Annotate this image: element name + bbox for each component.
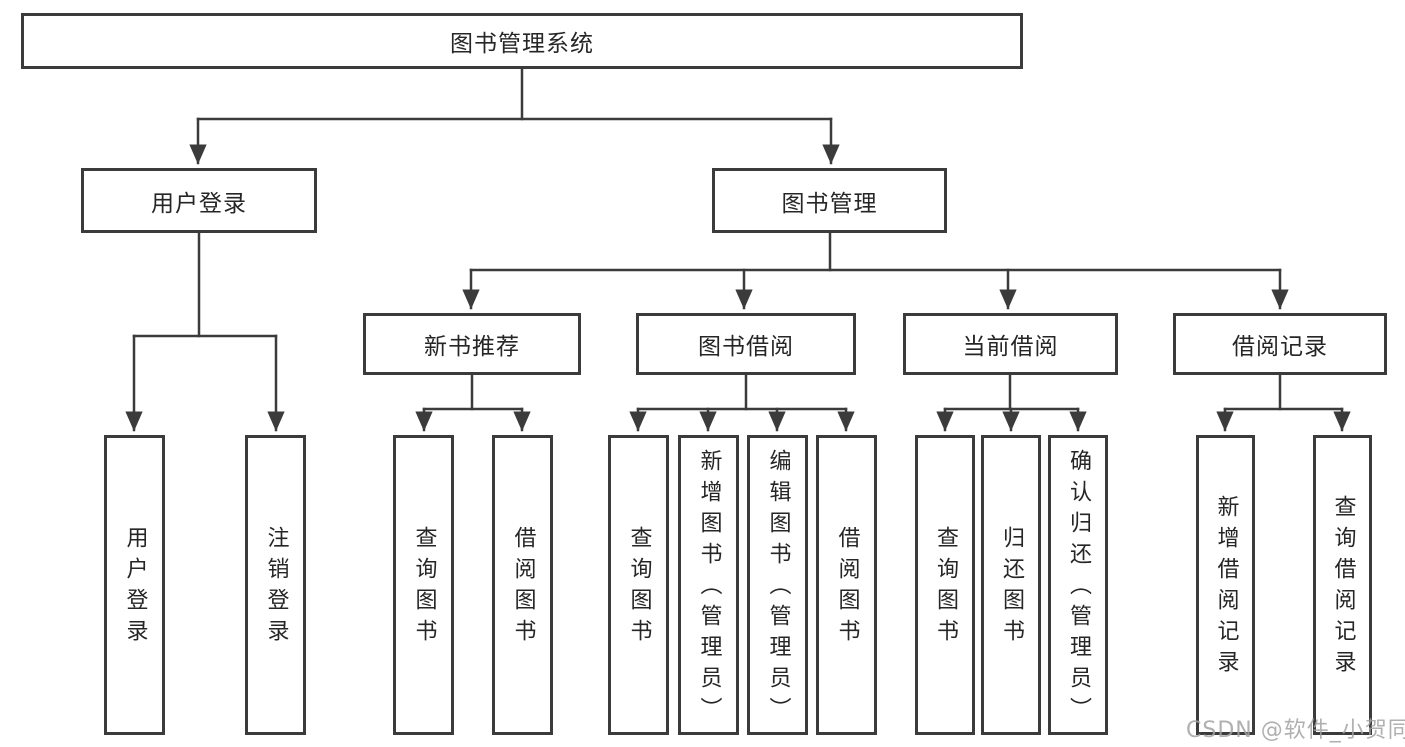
node-label: 借阅图书 xyxy=(834,526,860,650)
node-label: 查询图书 xyxy=(933,526,958,650)
leaf-add-book-admin: 新增图书（管理员） xyxy=(678,435,739,735)
node-label: 确认归还（管理员） xyxy=(1066,448,1091,728)
node-borrowing-records: 借阅记录 xyxy=(1173,313,1387,375)
csdn-watermark: CSDN @软件_小贺同学 xyxy=(1186,718,1405,743)
leaf-edit-book-admin: 编辑图书（管理员） xyxy=(747,435,808,735)
node-label: 图书管理 xyxy=(781,190,878,217)
node-label: 新书推荐 xyxy=(424,334,520,360)
node-label: 编辑图书（管理员） xyxy=(765,448,791,728)
leaf-return-books: 归还图书 xyxy=(981,435,1041,735)
node-label: 图书管理系统 xyxy=(450,31,594,57)
node-label: 查询图书 xyxy=(626,526,652,650)
leaf-add-borrow-record: 新增借阅记录 xyxy=(1196,435,1255,735)
node-label: 新增借阅记录 xyxy=(1213,495,1239,681)
node-label: 归还图书 xyxy=(999,526,1024,650)
node-label: 新增图书（管理员） xyxy=(696,448,722,728)
node-library-management-system: 图书管理系统 xyxy=(21,13,1023,69)
leaf-confirm-return-admin: 确认归还（管理员） xyxy=(1048,435,1108,735)
node-user-login: 用户登录 xyxy=(81,168,317,233)
node-label: 图书借阅 xyxy=(698,334,794,360)
leaf-borrow-books-borrowing: 借阅图书 xyxy=(816,435,877,735)
leaf-borrow-books-recommend: 借阅图书 xyxy=(492,435,553,735)
node-label: 当前借阅 xyxy=(962,334,1059,360)
leaf-query-borrow-record: 查询借阅记录 xyxy=(1313,435,1372,735)
node-current-borrowing: 当前借阅 xyxy=(903,313,1118,375)
leaf-query-books-current: 查询图书 xyxy=(915,435,975,735)
node-label: 借阅记录 xyxy=(1232,334,1328,360)
node-label: 用户登录 xyxy=(122,526,148,650)
leaf-query-books-borrowing: 查询图书 xyxy=(608,435,669,735)
node-label: 查询借阅记录 xyxy=(1330,495,1356,681)
node-label: 注销登录 xyxy=(263,526,289,650)
leaf-query-books-recommend: 查询图书 xyxy=(393,435,454,735)
leaf-user-login: 用户登录 xyxy=(104,435,165,735)
leaf-logout: 注销登录 xyxy=(245,435,306,735)
node-label: 查询图书 xyxy=(411,526,437,650)
node-book-management: 图书管理 xyxy=(712,168,947,233)
node-book-borrowing: 图书借阅 xyxy=(636,313,856,375)
node-new-book-recommendation: 新书推荐 xyxy=(363,313,581,375)
node-label: 借阅图书 xyxy=(510,526,536,650)
node-label: 用户登录 xyxy=(151,190,247,217)
